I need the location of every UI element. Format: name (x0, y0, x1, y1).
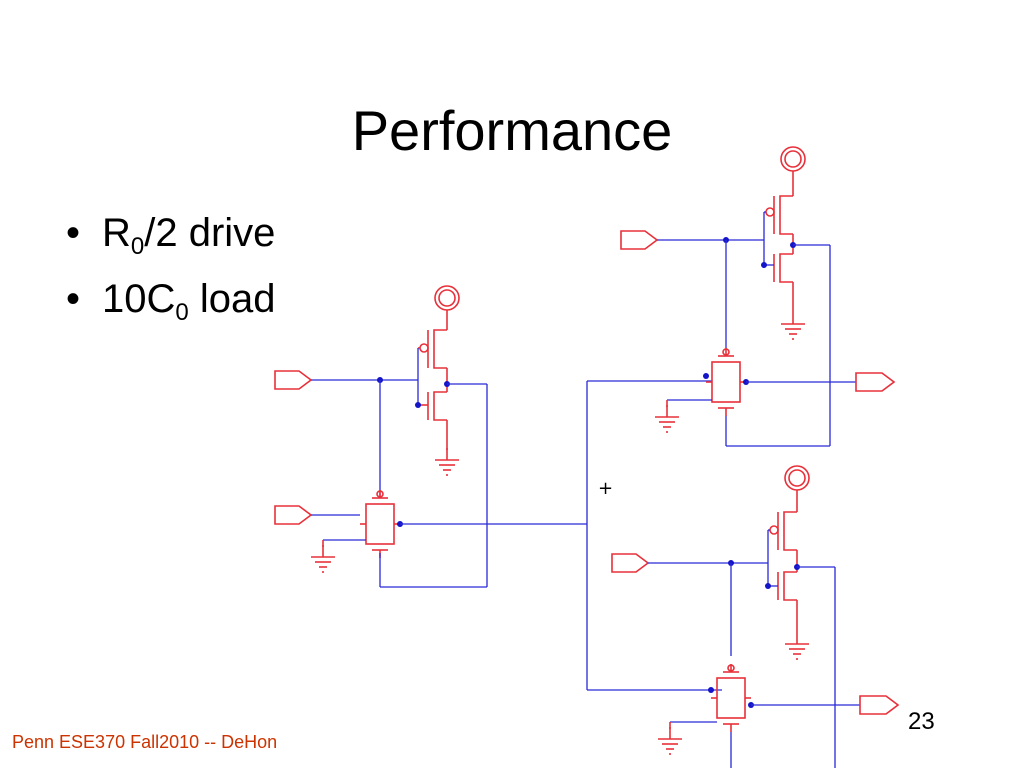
nmos-transistor-top-right (773, 253, 793, 283)
bullet-subscript: 0 (130, 233, 145, 260)
pass-gate-left (359, 489, 401, 559)
input-pin-bottom-right (611, 553, 649, 573)
cursor-plus-mark: + (598, 478, 614, 499)
page-number: 23 (908, 708, 935, 735)
bullet-rest: /2 drive (144, 211, 276, 255)
bullet-dot-icon: • (66, 277, 81, 321)
slide-footer: Penn ESE370 Fall2010 -- DeHon (12, 732, 278, 752)
vdd-symbol-left (434, 285, 460, 311)
input-pin-top-right (620, 230, 658, 250)
input-pin-left-top (274, 370, 312, 390)
output-pin-bottom-right (859, 695, 899, 715)
ground-symbol-bottom-right-pass (657, 726, 683, 755)
bullet-item-load: • 10C0 load (66, 274, 276, 340)
output-pin-top-right (855, 372, 895, 392)
nmos-transistor-bottom-right (777, 571, 797, 601)
bullet-main: R (102, 211, 131, 255)
bullet-list: •R0/2 drive •10C0 load (66, 208, 276, 340)
pmos-transistor-top-right (765, 195, 793, 235)
vdd-symbol-top-right (780, 146, 806, 172)
bullet-rest: load (188, 277, 276, 321)
ground-symbol-top-right-inv (780, 311, 806, 340)
ground-symbol-top-right-pass (654, 404, 680, 433)
ground-symbol-left-pass (310, 544, 336, 573)
slide-title: Performance (351, 99, 673, 162)
vdd-symbol-bottom-right (784, 465, 810, 491)
pass-gate-top-right (705, 347, 747, 417)
nmos-transistor-left (418, 391, 447, 421)
bullet-dot-icon: • (66, 211, 81, 255)
bullet-subscript: 0 (175, 299, 189, 326)
bullet-main: 10C (102, 277, 176, 321)
ground-symbol-bottom-right-inv (784, 631, 810, 660)
bullet-item-drive: • R0/2 drive (66, 208, 276, 274)
pmos-transistor-left (418, 329, 447, 369)
ground-symbol-left-inv (434, 447, 460, 476)
input-pin-left-bottom (274, 505, 312, 525)
pmos-transistor-bottom-right (769, 511, 797, 551)
